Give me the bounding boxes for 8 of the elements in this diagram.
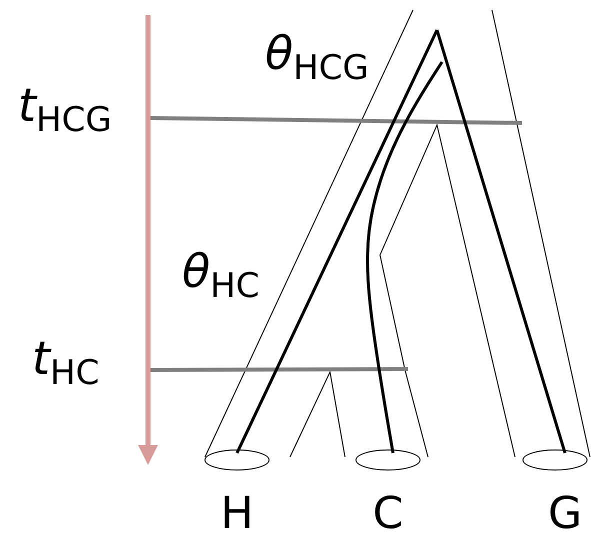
- time-label: t$_{HC}$: [32, 335, 100, 390]
- lineage-line: [236, 29, 438, 454]
- tip-label: G: [546, 492, 584, 536]
- tip-label: H: [219, 492, 255, 536]
- parameter-label: θ$_{HCG}$: [265, 30, 369, 85]
- parameter-label: θ$_{HC}$: [182, 248, 260, 303]
- tip-label: C: [372, 492, 404, 536]
- time-label: t$_{HCG}$: [18, 82, 112, 137]
